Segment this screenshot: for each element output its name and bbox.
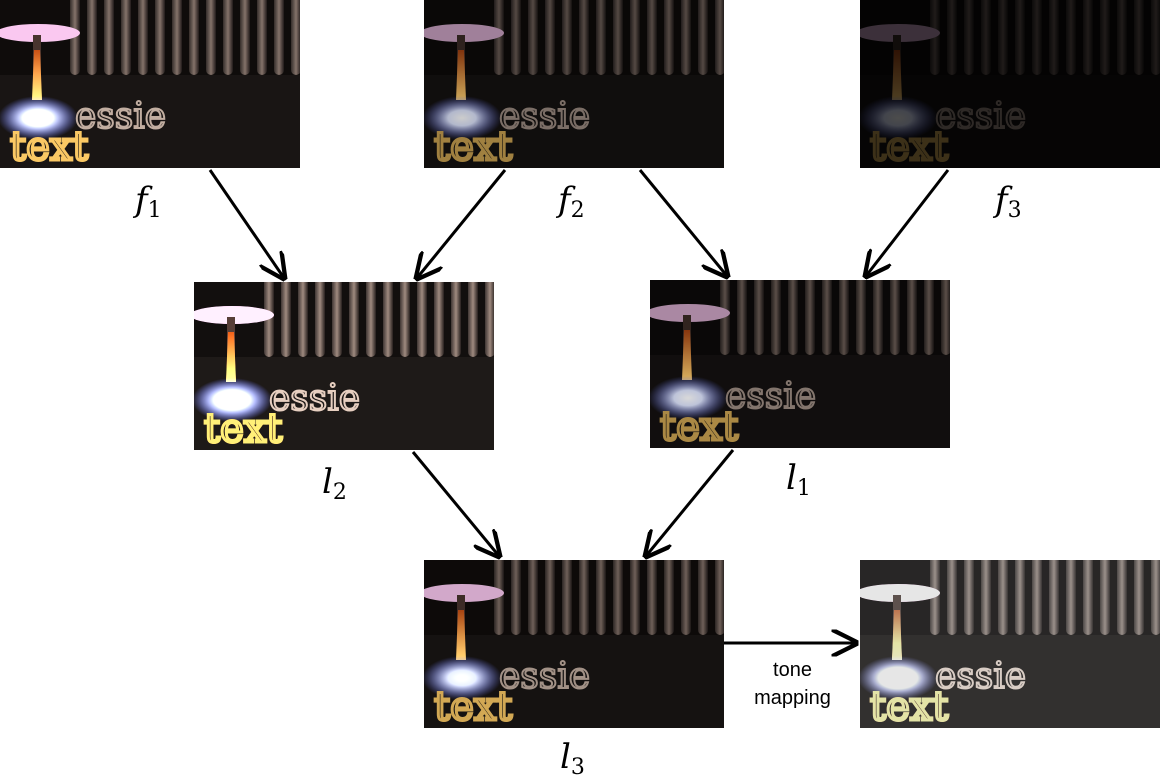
label-l1: l1 (786, 458, 811, 501)
image-tone-mapped: essie text (860, 560, 1160, 728)
tone-mapping-line1: tone (773, 659, 812, 681)
svg-text:essie: essie (935, 656, 1026, 697)
svg-text:text: text (204, 406, 282, 450)
image-f2: essie text (424, 0, 724, 168)
svg-text:essie: essie (725, 376, 816, 417)
image-l1: essie text (650, 280, 950, 448)
label-l3: l3 (560, 737, 585, 780)
image-l3: essie text (424, 560, 724, 728)
arrow-f2-l2 (417, 169, 507, 278)
tone-mapping-label: tone mapping (740, 656, 845, 712)
svg-text:essie: essie (935, 96, 1026, 137)
svg-text:text: text (434, 124, 512, 168)
arrow-f1-l2 (208, 169, 284, 278)
arrow-l2-l3 (411, 451, 499, 556)
image-f3: essie text (860, 0, 1160, 168)
svg-text:essie: essie (499, 96, 590, 137)
svg-text:essie: essie (269, 378, 360, 419)
tone-mapping-line2: mapping (754, 687, 831, 709)
svg-text:text: text (660, 404, 738, 448)
svg-text:essie: essie (499, 656, 590, 697)
svg-text:text: text (434, 684, 512, 728)
svg-text:text: text (10, 124, 88, 168)
svg-text:essie: essie (75, 96, 166, 137)
arrow-l1-l3 (646, 449, 735, 556)
label-f3: f3 (995, 180, 1022, 223)
image-f1: essie text (0, 0, 300, 168)
label-f2: f2 (558, 180, 585, 223)
svg-text:text: text (870, 124, 948, 168)
label-f1: f1 (135, 180, 162, 223)
svg-text:text: text (870, 684, 948, 728)
arrow-f2-l1 (638, 169, 727, 276)
image-l2: essie text (194, 282, 494, 450)
arrow-f3-l1 (866, 169, 950, 276)
label-l2: l2 (322, 462, 347, 505)
